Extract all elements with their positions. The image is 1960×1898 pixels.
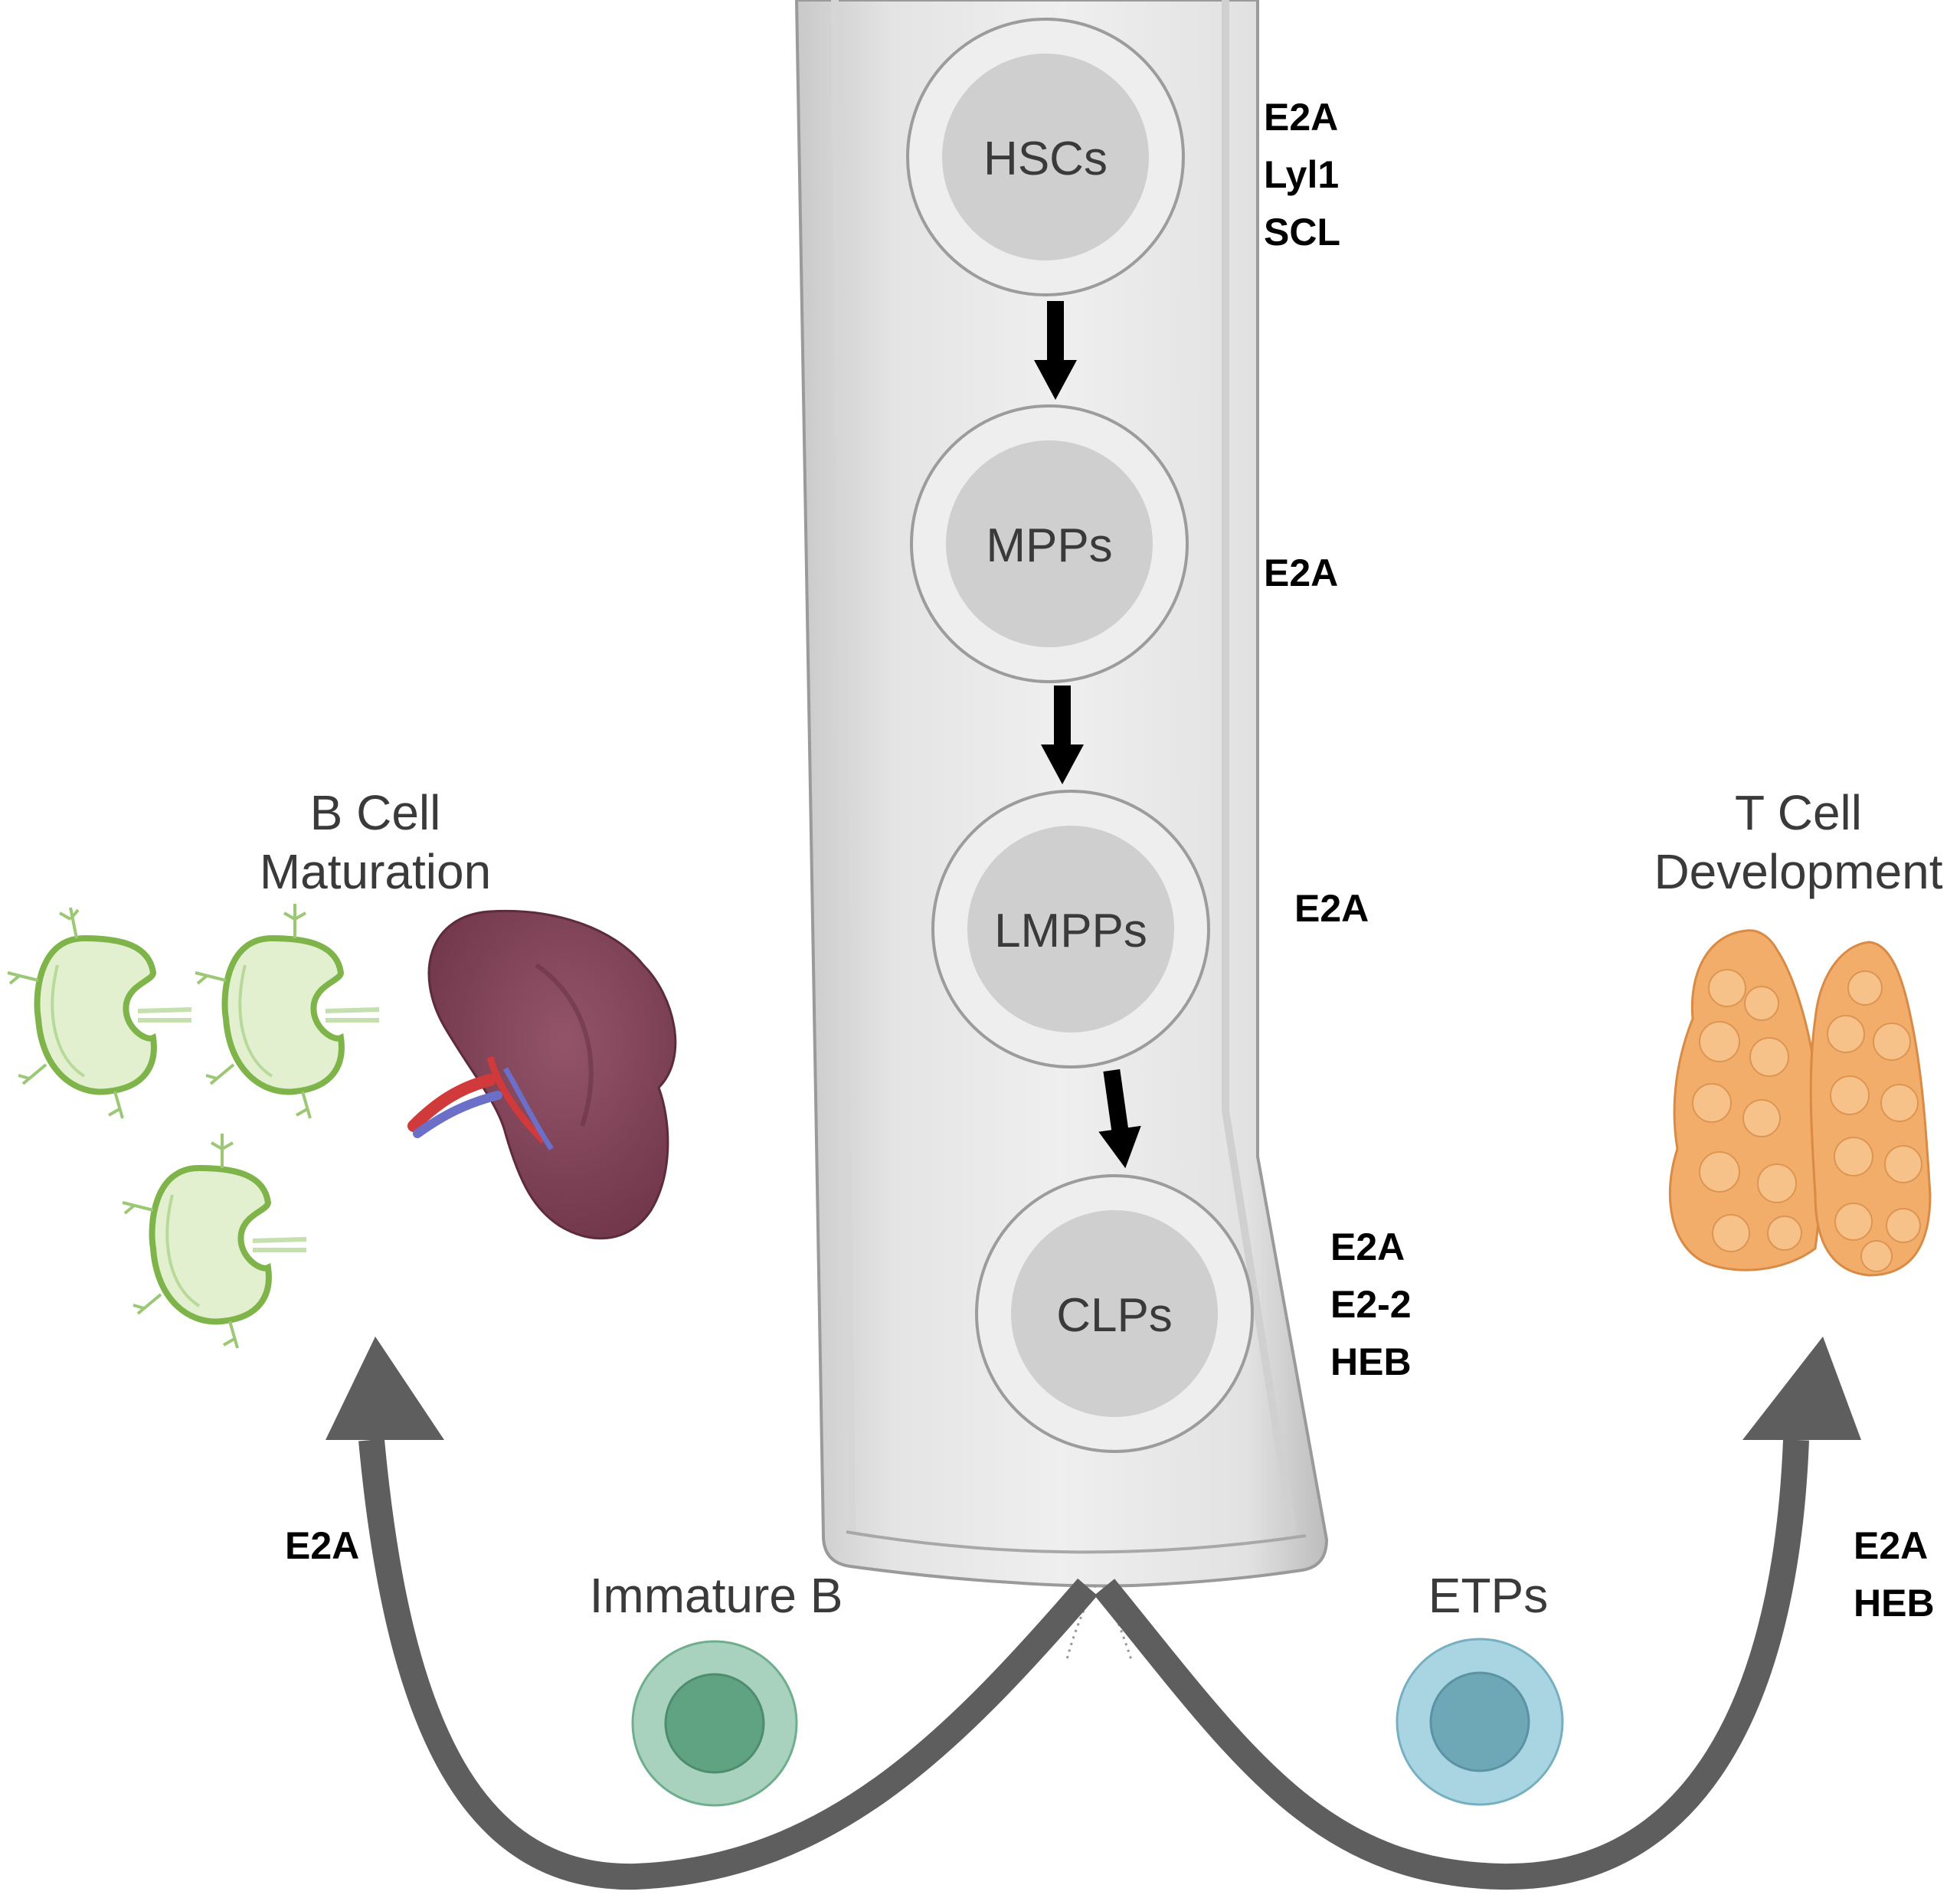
immature-b-label: Immature B [590, 1568, 843, 1623]
arrow-lmpp-to-clp [1098, 1068, 1141, 1169]
thymus-illustration [1668, 929, 1932, 1277]
arrow-mpp-to-lmpp [1041, 686, 1084, 784]
spleen-illustration [407, 909, 677, 1240]
arrow-hsc-to-mpp [1034, 301, 1077, 400]
clp-label: CLPs [1056, 1289, 1173, 1342]
clp-factor-1: E2A [1330, 1226, 1405, 1268]
left-branch-factor-1: E2A [285, 1524, 359, 1567]
left-big-arrow [326, 1337, 1098, 1890]
clp-factors: E2A E2-2 HEB [1330, 1226, 1412, 1383]
t-title-line-2: Development [1654, 844, 1942, 899]
hsc-factor-1: E2A [1264, 96, 1338, 139]
clp-factor-2: E2-2 [1330, 1283, 1412, 1326]
t-cell-development-title: T Cell Development [1654, 785, 1942, 899]
lmpp-label: LMPPs [994, 905, 1147, 957]
right-big-arrow [1094, 1337, 1861, 1890]
hsc-factors: E2A Lyl1 SCL [1264, 96, 1340, 254]
b-title-line-2: Maturation [260, 844, 491, 899]
etp-label: ETPs [1428, 1568, 1548, 1623]
t-title-line-1: T Cell [1735, 785, 1862, 840]
b-title-line-1: B Cell [310, 785, 441, 840]
clp-cell: CLPs [975, 1174, 1254, 1453]
right-branch-factor-1: E2A [1854, 1524, 1928, 1567]
mpp-label: MPPs [986, 519, 1112, 572]
mpp-factor-1: E2A [1264, 551, 1338, 594]
lymph-node-3 [122, 1134, 307, 1349]
hsc-label: HSCs [983, 133, 1108, 185]
immature-b-cell: Immature B [590, 1568, 843, 1807]
etp-cell: ETPs [1396, 1568, 1564, 1806]
b-cell-maturation-title: B Cell Maturation [260, 785, 491, 899]
hsc-cell: HSCs [906, 18, 1185, 296]
hsc-factor-2: Lyl1 [1264, 153, 1339, 196]
lymph-node-2 [195, 904, 380, 1119]
right-branch-factor-2: HEB [1854, 1582, 1935, 1625]
clp-factor-3: HEB [1330, 1340, 1412, 1383]
hsc-factor-3: SCL [1264, 211, 1340, 254]
lymph-node-1 [7, 907, 192, 1119]
lmpp-cell: LMPPs [931, 790, 1210, 1068]
lmpp-factor-1: E2A [1294, 887, 1369, 930]
mpp-cell: MPPs [910, 404, 1189, 683]
